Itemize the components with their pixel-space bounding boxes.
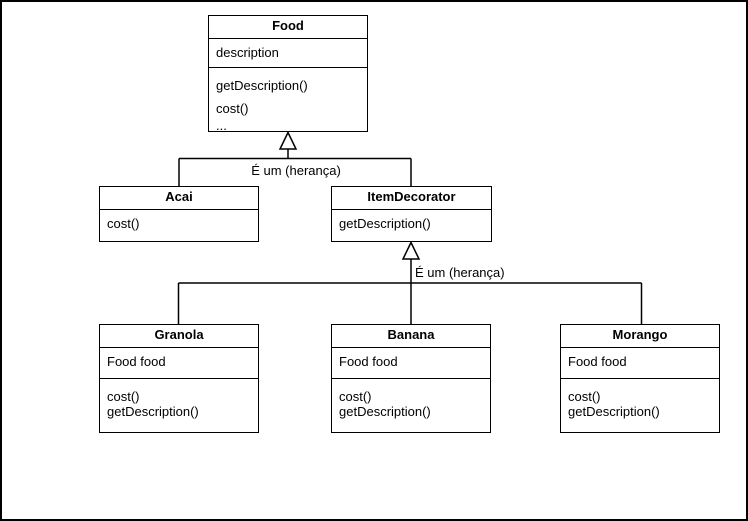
method-item: cost() (107, 216, 140, 231)
class-box-itemdecorator: ItemDecorator getDescription() (331, 186, 492, 242)
class-box-acai: Acai cost() (99, 186, 259, 242)
class-title-banana: Banana (332, 325, 490, 348)
inheritance-arrowhead-itemdecorator (401, 240, 421, 260)
class-attributes-granola: Food food (100, 348, 258, 379)
attribute-item: Food food (568, 354, 627, 369)
class-title-food: Food (209, 16, 367, 39)
class-methods-acai: cost() (100, 210, 258, 232)
method-item: cost() (216, 101, 249, 116)
inheritance-label-2: É um (herança) (415, 265, 505, 280)
method-item: cost() (107, 389, 140, 404)
method-item: cost() (339, 389, 372, 404)
method-item: getDescription() (216, 78, 308, 93)
class-methods-itemdecorator: getDescription() (332, 210, 491, 232)
class-title-morango: Morango (561, 325, 719, 348)
class-methods-granola: cost() getDescription() (100, 379, 258, 419)
method-item: cost() (568, 389, 601, 404)
class-attributes-banana: Food food (332, 348, 490, 379)
method-item: getDescription() (568, 404, 660, 419)
method-item: getDescription() (339, 216, 431, 231)
class-title-acai: Acai (100, 187, 258, 210)
inheritance-label-1: É um (herança) (251, 163, 341, 178)
class-box-granola: Granola Food food cost() getDescription(… (99, 324, 259, 433)
method-item: getDescription() (107, 404, 199, 419)
attribute-item: description (216, 45, 279, 60)
class-title-itemdecorator: ItemDecorator (332, 187, 491, 210)
method-item: ... (216, 118, 227, 132)
class-methods-food: getDescription() cost() ... (209, 68, 367, 132)
class-box-food: Food description getDescription() cost()… (208, 15, 368, 132)
attribute-item: Food food (339, 354, 398, 369)
attribute-item: Food food (107, 354, 166, 369)
class-attributes-morango: Food food (561, 348, 719, 379)
class-box-morango: Morango Food food cost() getDescription(… (560, 324, 720, 433)
class-methods-morango: cost() getDescription() (561, 379, 719, 419)
class-box-banana: Banana Food food cost() getDescription() (331, 324, 491, 433)
class-title-granola: Granola (100, 325, 258, 348)
method-item: getDescription() (339, 404, 431, 419)
class-methods-banana: cost() getDescription() (332, 379, 490, 419)
inheritance-arrowhead-food (278, 130, 298, 150)
class-attributes-food: description (209, 39, 367, 68)
